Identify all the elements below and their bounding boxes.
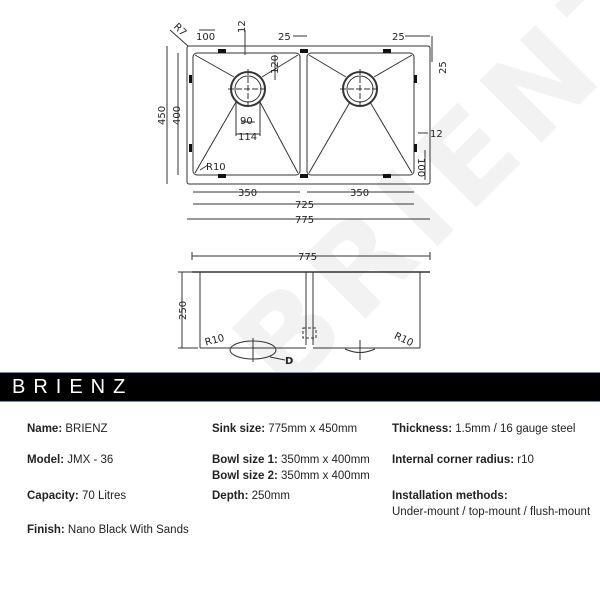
svg-text:100: 100 — [196, 32, 215, 43]
spec-capacity: Capacity: 70 Litres — [27, 490, 127, 502]
svg-text:400: 400 — [172, 106, 183, 125]
svg-text:12: 12 — [430, 129, 443, 140]
svg-text:D: D — [285, 356, 293, 367]
svg-text:R10: R10 — [204, 333, 226, 349]
spec-bowl-2: Bowl size 2: 350mm x 400mm — [212, 470, 370, 482]
spec-model: Model: JMX - 36 — [27, 454, 114, 466]
plan-view — [166, 29, 433, 220]
svg-text:100: 100 — [415, 158, 426, 177]
svg-text:12: 12 — [237, 20, 248, 33]
side-view — [178, 252, 431, 362]
svg-text:450: 450 — [157, 106, 168, 125]
spec-name: Name: BRIENZ — [27, 423, 108, 435]
plan-view-labels: R7 100 12 120 90 114 R10 25 25 25 12 100… — [157, 20, 449, 226]
svg-text:R7: R7 — [171, 22, 188, 39]
svg-text:25: 25 — [278, 32, 291, 43]
watermark: BRIENZ — [208, 0, 600, 372]
svg-text:120: 120 — [270, 55, 281, 74]
spec-bowl-1: Bowl size 1: 350mm x 400mm — [212, 454, 370, 466]
svg-text:350: 350 — [238, 188, 257, 199]
svg-text:R10: R10 — [392, 331, 414, 349]
spec-installation-label: Installation methods: — [392, 490, 508, 502]
spec-corner-radius: Internal corner radius: r10 — [392, 454, 534, 466]
spec-depth: Depth: 250mm — [212, 490, 290, 502]
svg-text:250: 250 — [178, 301, 189, 320]
spec-finish: Finish: Nano Black With Sands — [27, 524, 189, 536]
svg-text:775: 775 — [295, 215, 314, 226]
sink-technical-drawing: BRIENZ — [157, 0, 600, 372]
svg-text:25: 25 — [438, 61, 449, 74]
svg-text:90: 90 — [240, 116, 253, 127]
band-title: BRIENZ — [12, 376, 134, 398]
svg-text:350: 350 — [350, 188, 369, 199]
svg-text:25: 25 — [392, 32, 405, 43]
svg-text:775: 775 — [298, 252, 317, 263]
spec-sink-size: Sink size: 775mm x 450mm — [212, 423, 358, 435]
svg-text:725: 725 — [295, 200, 314, 211]
svg-text:114: 114 — [238, 132, 257, 143]
title-band: BRIENZ — [0, 372, 600, 402]
spec-installation-value: Under-mount / top-mount / flush-mount — [392, 506, 591, 518]
svg-text:R10: R10 — [206, 162, 226, 173]
spec-thickness: Thickness: 1.5mm / 16 gauge steel — [392, 423, 576, 435]
